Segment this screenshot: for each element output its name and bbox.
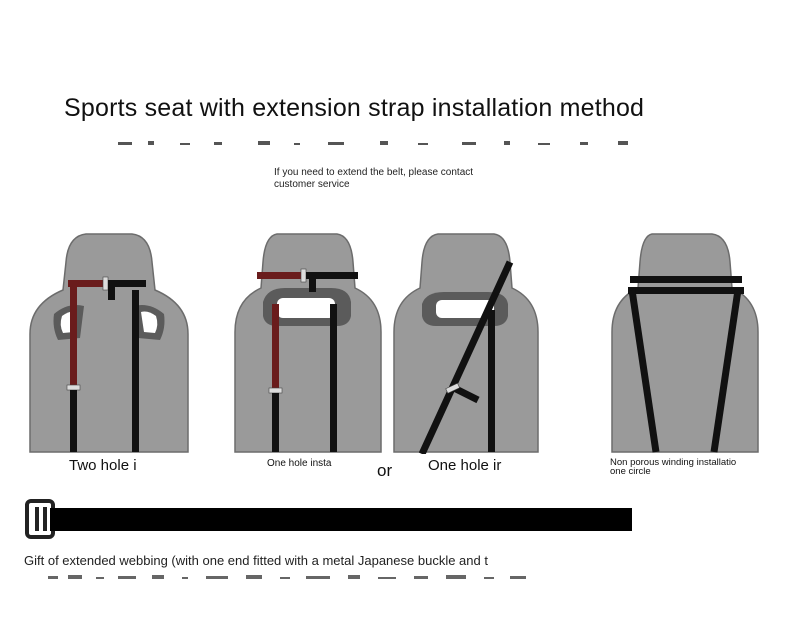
contact-note-line-2: customer service (274, 179, 350, 190)
black-strap-left (70, 390, 77, 452)
buckle-mid (268, 387, 283, 394)
seat-figure-two-hole (29, 233, 189, 453)
diagonal-strap (418, 260, 514, 454)
figure-label-one-hole-straight: One hole insta (267, 458, 332, 469)
contact-note: If you need to extend the belt, please c… (274, 167, 473, 191)
winding-strap-upper (630, 276, 742, 283)
garbled-subtitle (118, 141, 628, 145)
red-strap-top (68, 280, 106, 287)
seat-silhouette (29, 233, 189, 453)
figure-label-non-porous-winding: Non porous winding installatio one circl… (610, 457, 737, 477)
red-strap-vertical (272, 304, 279, 390)
black-strap-drop (309, 272, 316, 292)
seat-silhouette (234, 233, 382, 453)
red-strap-top (257, 272, 303, 279)
black-strap-right (488, 310, 495, 452)
buckle-top (102, 276, 109, 291)
seat-figure-non-porous-winding (611, 233, 759, 453)
black-strap-drop (108, 280, 115, 300)
black-strap-top (306, 272, 358, 279)
seat-silhouette (393, 233, 539, 453)
figure-label-two-hole: Two hole i (69, 457, 137, 474)
extension-webbing (25, 499, 632, 539)
black-strap-left (272, 393, 279, 452)
page-title: Sports seat with extension strap install… (64, 94, 645, 122)
webbing-strap (50, 508, 632, 531)
black-strap-top (108, 280, 146, 287)
figure-label-one-hole-diagonal: One hole ir (428, 457, 502, 474)
buckle-top (300, 268, 307, 283)
winding-strap-lower (628, 287, 744, 294)
seat-figure-one-hole-straight (234, 233, 382, 453)
red-strap-vertical (70, 287, 77, 387)
black-strap-right (330, 304, 337, 452)
buckle-mid (66, 384, 81, 391)
strap-left-diagonal (628, 289, 660, 453)
gift-description: Gift of extended webbing (with one end f… (24, 553, 488, 568)
buckle-mid (445, 382, 461, 394)
black-strap-right (132, 290, 139, 452)
buckle-lap-strap (452, 384, 480, 404)
or-separator: or (377, 461, 393, 480)
contact-note-line-1: If you need to extend the belt, please c… (274, 167, 474, 178)
seat-silhouette (611, 233, 759, 453)
figure-label-line-2: one circle (610, 466, 651, 477)
strap-right-diagonal (710, 289, 742, 453)
seat-figure-one-hole-diagonal (393, 233, 539, 454)
metal-buckle-icon (25, 499, 55, 539)
garbled-caption (48, 575, 526, 579)
figure-label-line-1: Non porous winding installatio (610, 457, 737, 468)
